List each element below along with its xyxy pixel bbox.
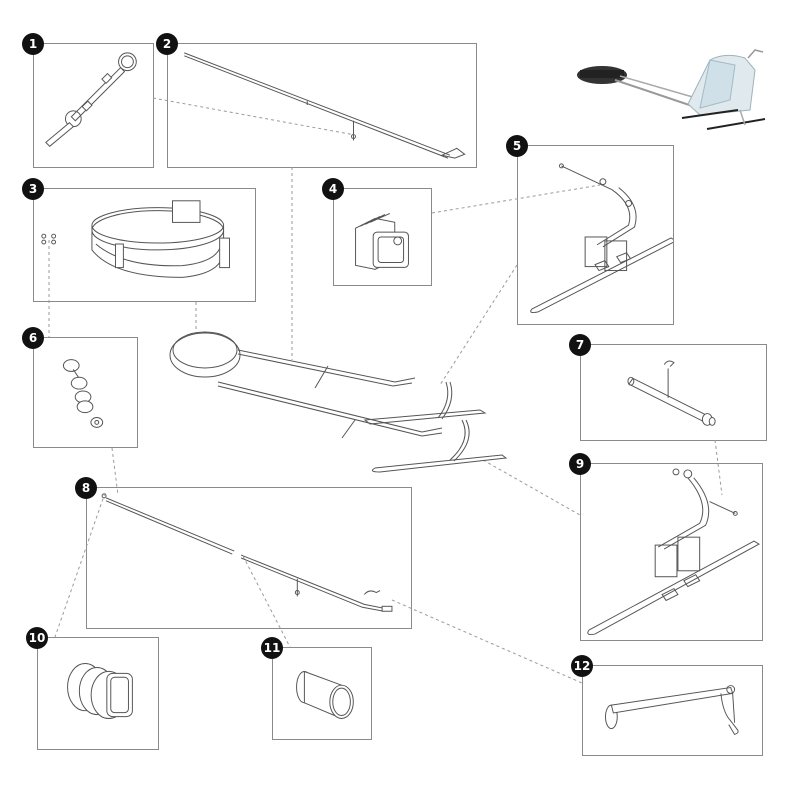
part-box-1[interactable] — [33, 43, 154, 168]
part-number-badge: 12 — [571, 655, 593, 677]
part-number-badge: 8 — [75, 477, 97, 499]
part-box-5[interactable] — [517, 145, 674, 325]
end-cap-icon — [355, 213, 409, 270]
part-box-12[interactable] — [582, 665, 763, 756]
part-number-badge: 4 — [322, 178, 344, 200]
hip-belt-icon — [41, 200, 230, 278]
part-box-3[interactable] — [33, 188, 256, 302]
part-number-badge: 9 — [569, 453, 591, 475]
leader-1-2 — [152, 97, 356, 136]
handle-hook-icon — [605, 685, 739, 736]
part-box-7[interactable] — [580, 344, 767, 441]
hitch-strap-icon — [45, 52, 137, 147]
part-number-badge: 3 — [22, 178, 44, 200]
leader-4-5 — [431, 184, 601, 214]
leader-8-11 — [242, 555, 291, 648]
part-number-badge: 11 — [261, 637, 283, 659]
part-number-badge: 6 — [22, 327, 44, 349]
part-box-10[interactable] — [37, 637, 159, 750]
part-box-11[interactable] — [272, 647, 372, 740]
hip-belt-shape — [169, 332, 241, 378]
part-box-4[interactable] — [333, 188, 432, 286]
part-box-9[interactable] — [580, 463, 763, 641]
ski-leg-icon — [587, 468, 760, 636]
part-number-badge: 2 — [156, 33, 178, 55]
part-number-badge: 10 — [26, 627, 48, 649]
part-box-8[interactable] — [86, 487, 412, 629]
shaft-pole-icon — [101, 493, 393, 612]
part-number-badge: 5 — [506, 135, 528, 157]
bolt-washer-nut-icon — [62, 359, 104, 428]
part-number-badge: 1 — [22, 33, 44, 55]
tube-sleeve-icon — [296, 670, 354, 720]
part-box-6[interactable] — [33, 337, 138, 448]
shaft-pole-icon — [184, 52, 466, 159]
right-ski-shape — [371, 454, 508, 473]
leader-assembly-9 — [482, 459, 581, 516]
leader-7-9 — [714, 439, 723, 496]
leader-6-8 — [111, 447, 119, 496]
ski-leg-icon — [530, 163, 673, 314]
full-assembly — [169, 331, 508, 473]
leader-8-10 — [54, 492, 106, 638]
leader-8-12 — [391, 599, 583, 684]
screw-pair — [41, 233, 57, 245]
product-photo — [577, 49, 766, 130]
coupling-plug-icon — [67, 663, 133, 720]
part-number-badge: 7 — [569, 334, 591, 356]
axle-pin-icon — [627, 360, 716, 426]
part-box-2[interactable] — [167, 43, 477, 168]
